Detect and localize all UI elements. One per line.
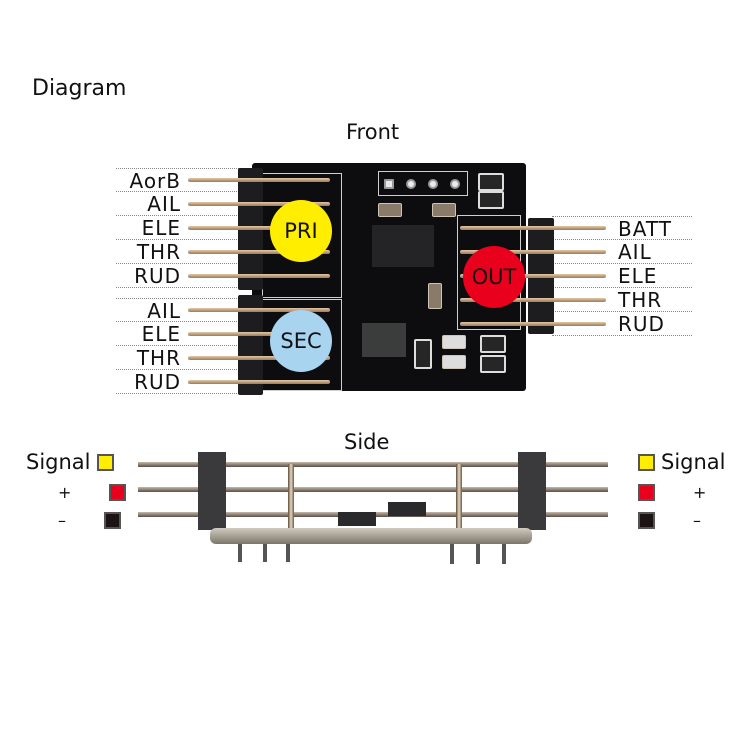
legend-plus-left: + [58,482,127,502]
sec-pin-labels: AIL ELE THR RUD [116,298,241,394]
bent-pin [288,464,294,528]
legend-signal-left: Signal [26,450,114,474]
pin-label-batt: BATT [552,216,692,241]
legend-minus-right: – [638,510,701,530]
out-badge: OUT [463,246,525,308]
swatch-minus [638,511,655,529]
pin-label-ele: ELE [116,322,241,346]
swatch-minus [104,511,121,529]
pri-pin [188,226,330,230]
legend-minus-left: – [58,510,121,530]
capacitor [428,283,442,309]
pin-label-ail: AIL [116,192,241,216]
pri-pin [188,178,330,182]
through-pin [238,544,242,562]
prog-header-outline [378,171,468,196]
led [442,355,466,369]
side-pin-row-plus [138,487,608,492]
pri-pin [188,274,330,278]
sec-pin [188,356,330,360]
pin-label-ele: ELE [116,216,241,240]
ic-chip-main [372,225,434,267]
diagram-title: Diagram [32,76,127,101]
out-pin [460,226,606,230]
side-header-right [518,452,546,530]
through-pin [450,544,454,564]
ic-chip-secondary [362,323,406,357]
capacitor [432,203,456,217]
sec-pin [188,308,330,312]
pin-label-aorb: AorB [116,168,241,193]
out-pin [460,322,606,326]
side-board [210,528,532,544]
legend-label: Signal [26,450,91,474]
sec-pin [188,332,330,336]
legend-label: – [693,510,701,530]
legend-label: Signal [661,450,726,474]
pin-label-rud: RUD [116,264,241,288]
side-heading: Side [344,430,390,454]
pin-label-ele: ELE [552,264,692,288]
through-pin [286,544,290,562]
pin-label-rud: RUD [552,312,692,336]
pin-label-thr: THR [116,346,241,370]
via [406,179,416,189]
pri-badge: PRI [270,200,332,262]
swatch-plus [109,483,127,501]
pcb-side-view [138,452,614,570]
bent-pin [456,464,462,528]
pin-label-thr: THR [116,240,241,264]
sec-badge: SEC [270,310,332,372]
through-pin [263,544,267,562]
via [428,179,438,189]
capacitor [378,203,402,217]
swatch-signal [96,453,114,471]
pin-label-ail: AIL [116,298,241,323]
via [450,179,460,189]
pri-pin-labels: AorB AIL ELE THR RUD [116,168,241,288]
legend-plus-right: + [638,482,706,502]
led [442,335,466,349]
resistor [478,191,504,209]
side-chip [388,502,426,516]
side-header-left [198,452,226,530]
pri-pin [188,202,330,206]
through-pin [502,544,506,564]
pri-pin [188,250,330,254]
pin-label-ail: AIL [552,240,692,264]
legend-signal-right: Signal [638,450,726,474]
swatch-plus [638,483,655,501]
legend-label: – [58,510,66,530]
pin-label-rud: RUD [116,370,241,394]
sec-pin [188,380,330,384]
legend-label: + [693,482,707,502]
out-pin [460,250,606,254]
resistor [480,355,506,373]
side-pin-row-signal [138,462,608,467]
swatch-signal [638,453,655,471]
side-chip [338,512,376,526]
legend-label: + [58,482,72,502]
through-pin [476,544,480,564]
front-heading: Front [346,120,400,144]
out-pin [460,298,606,302]
resistor [414,339,432,369]
out-pin [460,274,606,278]
out-pin-labels: BATT AIL ELE THR RUD [552,216,692,336]
resistor [478,173,504,191]
pin-label-thr: THR [552,288,692,312]
resistor [480,335,506,353]
via [384,179,394,189]
